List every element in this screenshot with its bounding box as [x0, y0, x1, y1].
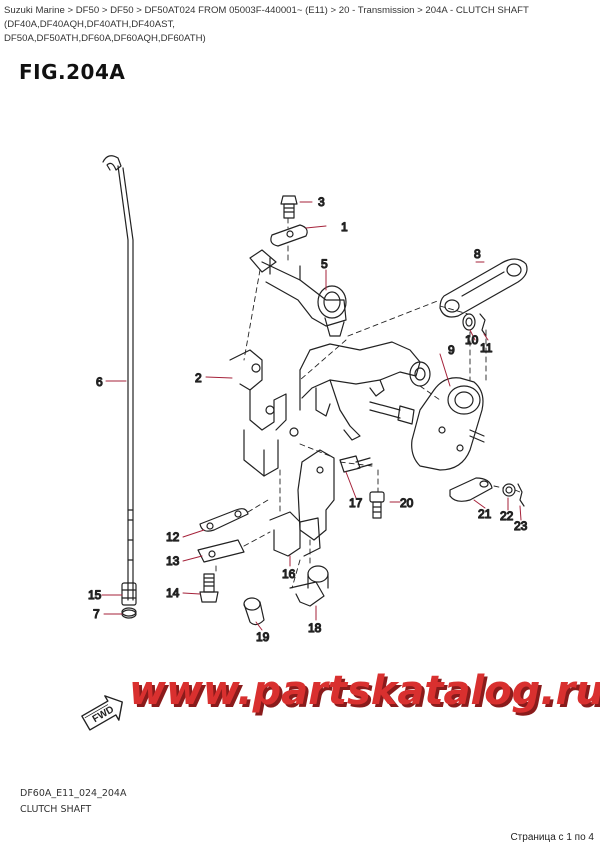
pager: Страница с 1 по 4 — [510, 832, 594, 843]
cam-plate-9[interactable] — [411, 377, 485, 471]
clutch-arm-2[interactable] — [229, 349, 299, 477]
ring-10[interactable] — [462, 313, 476, 331]
callout-10: 10 — [465, 333, 479, 347]
callout-15: 15 — [88, 588, 102, 602]
breadcrumb-line-1: Suzuki Marine > DF50 > DF50 > DF50AT024 … — [4, 5, 529, 30]
callout-2: 2 — [195, 371, 202, 385]
callout-14: 14 — [166, 586, 180, 600]
detent-18[interactable] — [289, 565, 329, 607]
assembly-lines — [215, 217, 521, 589]
sleeve-19[interactable] — [243, 597, 265, 626]
clip-11[interactable] — [479, 313, 487, 337]
callout-16: 16 — [282, 567, 296, 581]
callout-22: 22 — [500, 509, 514, 523]
clip-23[interactable] — [517, 483, 525, 507]
callout-8: 8 — [474, 247, 481, 261]
figure-title: FIG.204A — [19, 60, 126, 84]
callout-9: 9 — [448, 343, 455, 357]
callout-numbers: 3 1 5 6 2 8 9 10 11 12 13 14 15 7 16 17 … — [87, 194, 528, 644]
bolt-17[interactable] — [339, 455, 373, 473]
clutch-lever-5[interactable] — [249, 249, 347, 337]
figure-subtitle: CLUTCH SHAFT — [20, 804, 92, 815]
callout-21: 21 — [478, 507, 492, 521]
bolt-3[interactable] — [280, 195, 298, 219]
callout-5: 5 — [321, 257, 328, 271]
callout-11: 11 — [480, 341, 493, 355]
clutch-rod[interactable] — [102, 155, 134, 601]
callout-12: 12 — [166, 530, 180, 544]
shift-bracket[interactable] — [299, 341, 431, 441]
rod-nut[interactable] — [121, 582, 137, 606]
callout-leaders — [101, 201, 522, 631]
link-rod-8[interactable] — [439, 258, 528, 318]
cable-end-21[interactable] — [449, 477, 493, 502]
callout-18: 18 — [308, 621, 322, 635]
screw-14[interactable] — [199, 573, 219, 603]
callout-20: 20 — [400, 496, 414, 510]
figure-code: DF60A_E11_024_204A — [20, 788, 127, 799]
callout-7: 7 — [93, 607, 100, 621]
bolt-20[interactable] — [369, 491, 385, 519]
link-12[interactable] — [199, 508, 249, 532]
callout-6: 6 — [96, 375, 103, 389]
watermark-text: www.partskatalog.ru — [129, 668, 600, 714]
breadcrumb: Suzuki Marine > DF50 > DF50 > DF50AT024 … — [4, 4, 596, 46]
callout-23: 23 — [514, 519, 528, 533]
callout-13: 13 — [166, 554, 180, 568]
watermark-shadow: www.partskatalog.ru — [132, 671, 600, 717]
stopper-16[interactable] — [269, 511, 321, 557]
callout-17: 17 — [349, 496, 363, 510]
callout-1: 1 — [341, 220, 348, 234]
plate-13[interactable] — [197, 539, 245, 563]
callout-19: 19 — [256, 630, 270, 644]
bracket-bolt[interactable] — [369, 401, 415, 425]
breadcrumb-line-2: DF50A,DF50ATH,DF60A,DF60AQH,DF60ATH) — [4, 33, 206, 44]
plate-1[interactable] — [270, 224, 308, 247]
callout-3: 3 — [318, 195, 325, 209]
lower-bracket-plate[interactable] — [297, 449, 335, 541]
